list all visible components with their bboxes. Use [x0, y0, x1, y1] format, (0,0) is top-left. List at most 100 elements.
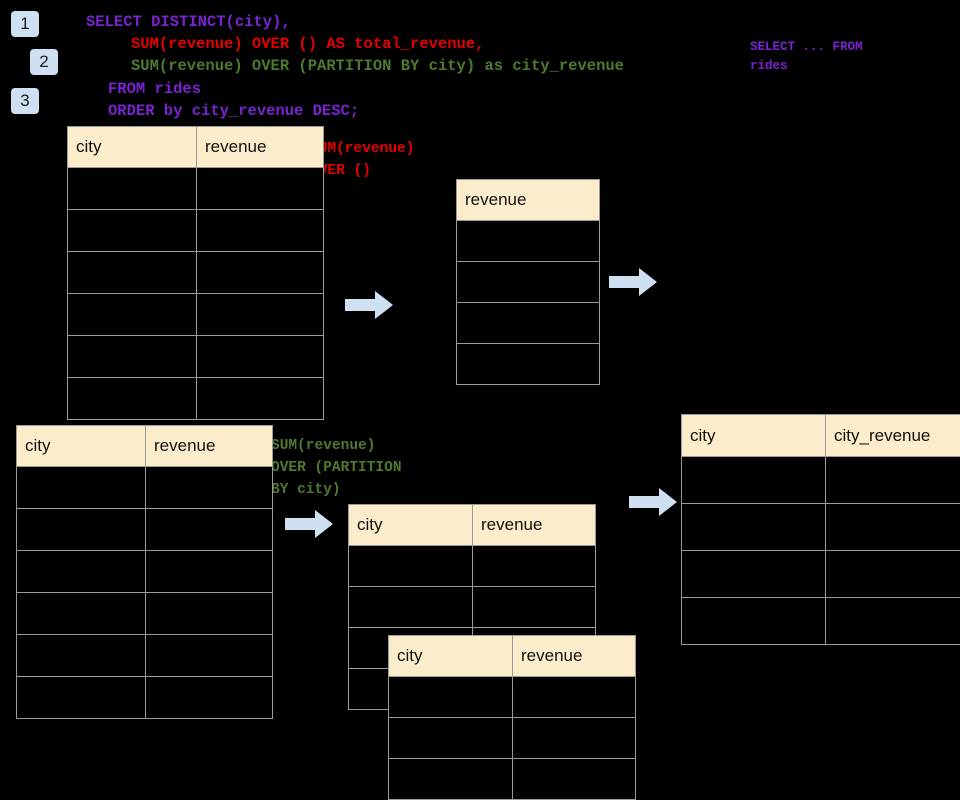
- table-row: [17, 677, 273, 719]
- column-header: city: [68, 127, 197, 168]
- table-cell: [68, 336, 197, 378]
- table-cell: [197, 210, 324, 252]
- table-row: [68, 252, 324, 294]
- table-cell: [349, 546, 473, 587]
- table-cell: [68, 378, 197, 420]
- table-row: [457, 262, 600, 303]
- table-cell: [457, 344, 600, 385]
- table-cell: [146, 467, 273, 509]
- column-header: revenue: [197, 127, 324, 168]
- table-cell: [457, 303, 600, 344]
- table-row: [68, 378, 324, 420]
- table-row: [457, 344, 600, 385]
- table-row: [17, 593, 273, 635]
- step-badge-3: 3: [11, 88, 39, 114]
- table-row: [457, 303, 600, 344]
- column-header: revenue: [457, 180, 600, 221]
- table-row: [682, 551, 960, 598]
- table-row: [349, 546, 596, 587]
- sum-over-empty-annotation: SUM(revenue) OVER (): [310, 138, 414, 182]
- column-header: city: [17, 426, 146, 467]
- table-row: [68, 210, 324, 252]
- table-cell: [17, 509, 146, 551]
- column-header: revenue: [146, 426, 273, 467]
- table-row: [682, 504, 960, 551]
- table-cell: [682, 457, 826, 504]
- arrow-total-to-result-icon: [609, 268, 657, 296]
- column-header: revenue: [513, 636, 636, 677]
- table-cell: [17, 635, 146, 677]
- sql-line-4: FROM rides: [108, 80, 201, 98]
- column-header: city: [389, 636, 513, 677]
- table-cell: [68, 252, 197, 294]
- table-cell: [349, 587, 473, 628]
- arrow-source-to-total-icon: [345, 291, 393, 319]
- sql-line-1: SELECT DISTINCT(city),: [86, 13, 291, 31]
- table-cell: [146, 551, 273, 593]
- column-header: city: [682, 415, 826, 457]
- select-from-rides-note: SELECT ... FROM rides: [750, 38, 863, 76]
- sum-over-partition-annotation: SUM(revenue) OVER (PARTITION BY city): [271, 435, 402, 501]
- column-header: city: [349, 505, 473, 546]
- table-cell: [197, 294, 324, 336]
- table-cell: [146, 509, 273, 551]
- table-cell: [17, 677, 146, 719]
- table-row: [17, 551, 273, 593]
- table-cell: [197, 168, 324, 210]
- table-cell: [682, 598, 826, 645]
- table-cell: [389, 718, 513, 759]
- table-row: [389, 677, 636, 718]
- table-row: [682, 457, 960, 504]
- table-cell: [682, 504, 826, 551]
- table-cell: [473, 546, 596, 587]
- table-cell: [457, 262, 600, 303]
- step-badge-1: 1: [11, 11, 39, 37]
- table-cell: [197, 378, 324, 420]
- table-cell: [826, 551, 960, 598]
- table-cell: [473, 587, 596, 628]
- table-row: [68, 336, 324, 378]
- table-cell: [17, 467, 146, 509]
- table-row: [349, 587, 596, 628]
- table-row: [389, 718, 636, 759]
- sql-line-3: SUM(revenue) OVER (PARTITION BY city) as…: [131, 57, 624, 75]
- arrow-partition-to-result-icon: [629, 488, 677, 516]
- column-header: city_revenue: [826, 415, 960, 457]
- table-cell: [826, 598, 960, 645]
- table-cell: [17, 593, 146, 635]
- table-row: [682, 598, 960, 645]
- table-cell: [68, 168, 197, 210]
- table-row: [17, 635, 273, 677]
- table-row: [457, 221, 600, 262]
- table-cell: [146, 677, 273, 719]
- table-row: [389, 759, 636, 800]
- table-header-row: revenue: [457, 180, 600, 221]
- table-cell: [197, 336, 324, 378]
- total-revenue-table: revenue: [456, 179, 600, 385]
- table-cell: [682, 551, 826, 598]
- table-cell: [68, 294, 197, 336]
- table-cell: [389, 759, 513, 800]
- sql-line-2: SUM(revenue) OVER () AS total_revenue,: [131, 35, 484, 53]
- table-row: [68, 168, 324, 210]
- table-cell: [68, 210, 197, 252]
- table-row: [17, 467, 273, 509]
- column-header: revenue: [473, 505, 596, 546]
- table-cell: [389, 677, 513, 718]
- table-row: [17, 509, 273, 551]
- table-cell: [146, 635, 273, 677]
- table-row: [68, 294, 324, 336]
- table-cell: [513, 759, 636, 800]
- table-cell: [146, 593, 273, 635]
- table-cell: [513, 718, 636, 759]
- arrow-source2-to-partition-icon: [285, 510, 333, 538]
